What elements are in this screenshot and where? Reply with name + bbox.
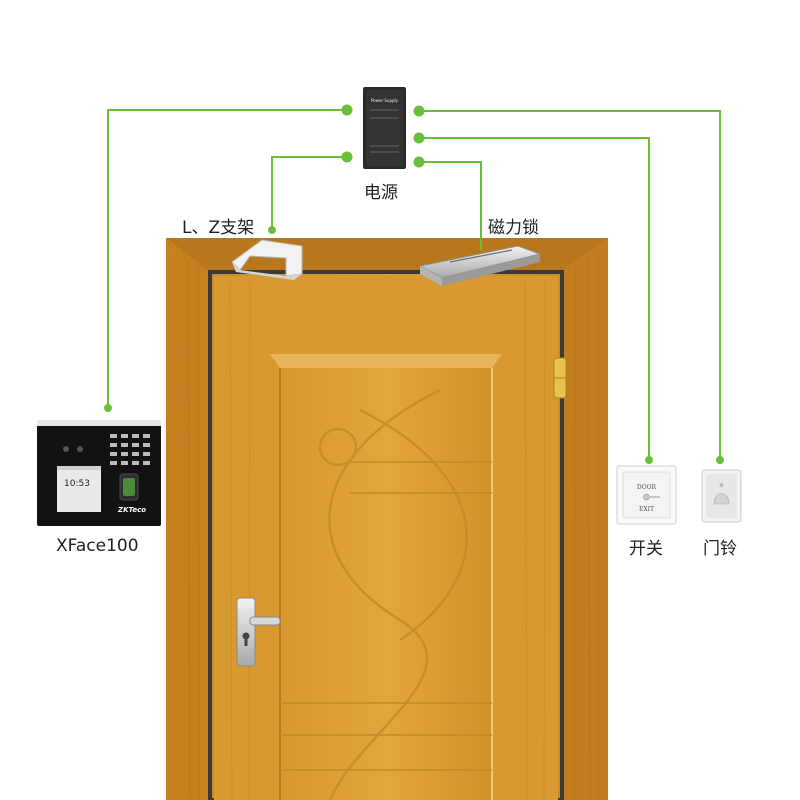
terminal-label: XFace100 [56, 536, 139, 556]
magnetic-lock-label: 磁力锁 [488, 218, 539, 238]
wire-exit-switch [419, 137, 650, 460]
door-handle [236, 597, 281, 667]
terminal-clock: 10:53 [64, 479, 90, 489]
l-z-bracket-label: L、Z支架 [182, 218, 255, 238]
hinge [553, 357, 567, 399]
doorbell [701, 469, 742, 523]
exit-switch: DOOR EXIT [616, 465, 677, 525]
wire-magnetic-lock [419, 161, 482, 250]
exit-switch-face-top: DOOR [637, 484, 657, 491]
wire-bracket [271, 156, 347, 230]
door-leaf [214, 276, 558, 800]
power-supply-label: 电源 [364, 183, 398, 203]
exit-switch-face-bottom: EXIT [639, 506, 654, 513]
magnetic-lock [418, 245, 542, 286]
exit-switch-label: 开关 [629, 539, 663, 559]
terminal-brand-logo: ZKTeco [118, 506, 147, 514]
power-supply-face-text: Power Supply [371, 98, 399, 103]
l-z-bracket [231, 239, 303, 280]
wire-doorbell [419, 110, 721, 460]
wiring [107, 109, 721, 460]
doorbell-label: 门铃 [703, 539, 737, 559]
wire-terminal [107, 109, 347, 408]
power-supply: Power Supply [363, 87, 406, 169]
wire-terminals [104, 104, 724, 464]
face-terminal [37, 420, 161, 526]
